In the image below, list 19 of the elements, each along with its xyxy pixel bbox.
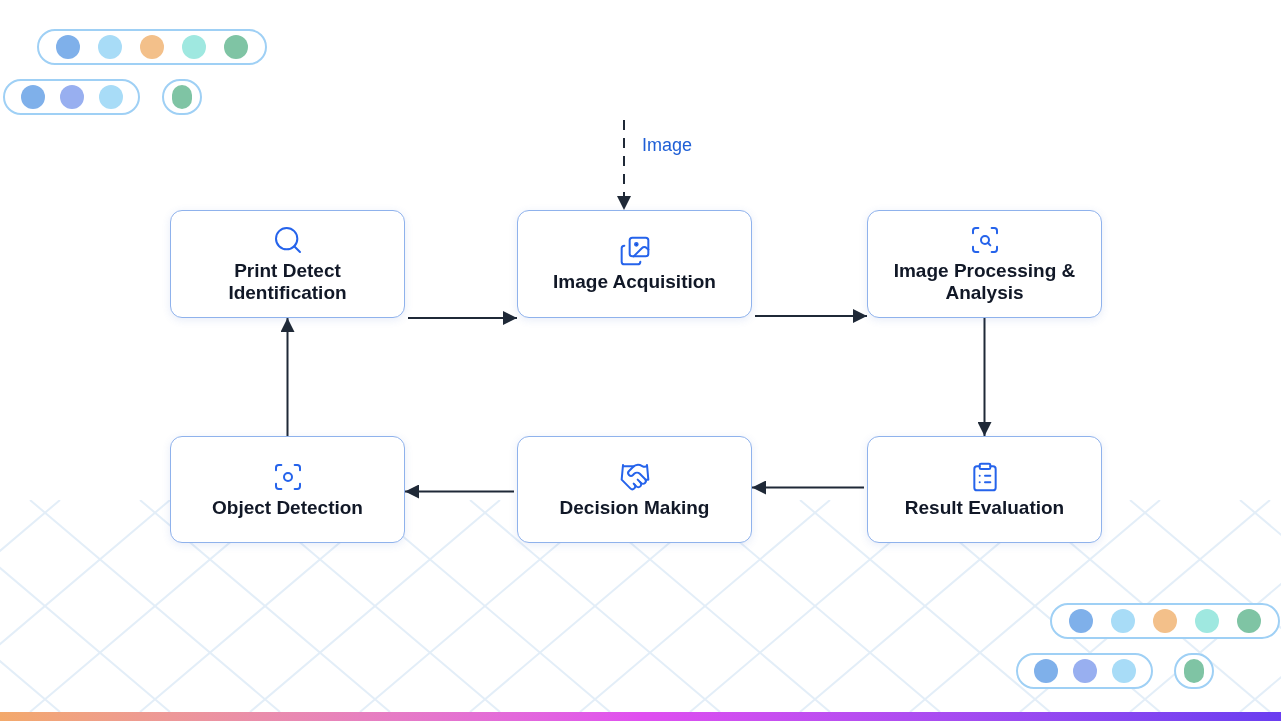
arrow xyxy=(407,311,518,325)
arrow xyxy=(404,484,515,499)
process-box xyxy=(170,210,405,318)
process-box xyxy=(517,436,752,543)
box-label: Result Evaluation xyxy=(904,496,1065,519)
arrow xyxy=(617,119,631,211)
process-box xyxy=(170,436,405,543)
process-box xyxy=(517,210,752,318)
box-label: Print Detect Identification xyxy=(227,260,348,304)
arrow xyxy=(280,317,295,437)
box-label: Image Processing & Analysis xyxy=(892,260,1077,304)
arrow xyxy=(977,317,992,437)
box-label: Object Detection xyxy=(212,496,363,519)
process-box xyxy=(867,436,1102,543)
box-label: Decision Making xyxy=(559,496,710,519)
arrow xyxy=(754,309,868,323)
arrow xyxy=(751,480,865,495)
box-label: Image Acquisition xyxy=(553,271,716,293)
process-box xyxy=(867,210,1102,318)
